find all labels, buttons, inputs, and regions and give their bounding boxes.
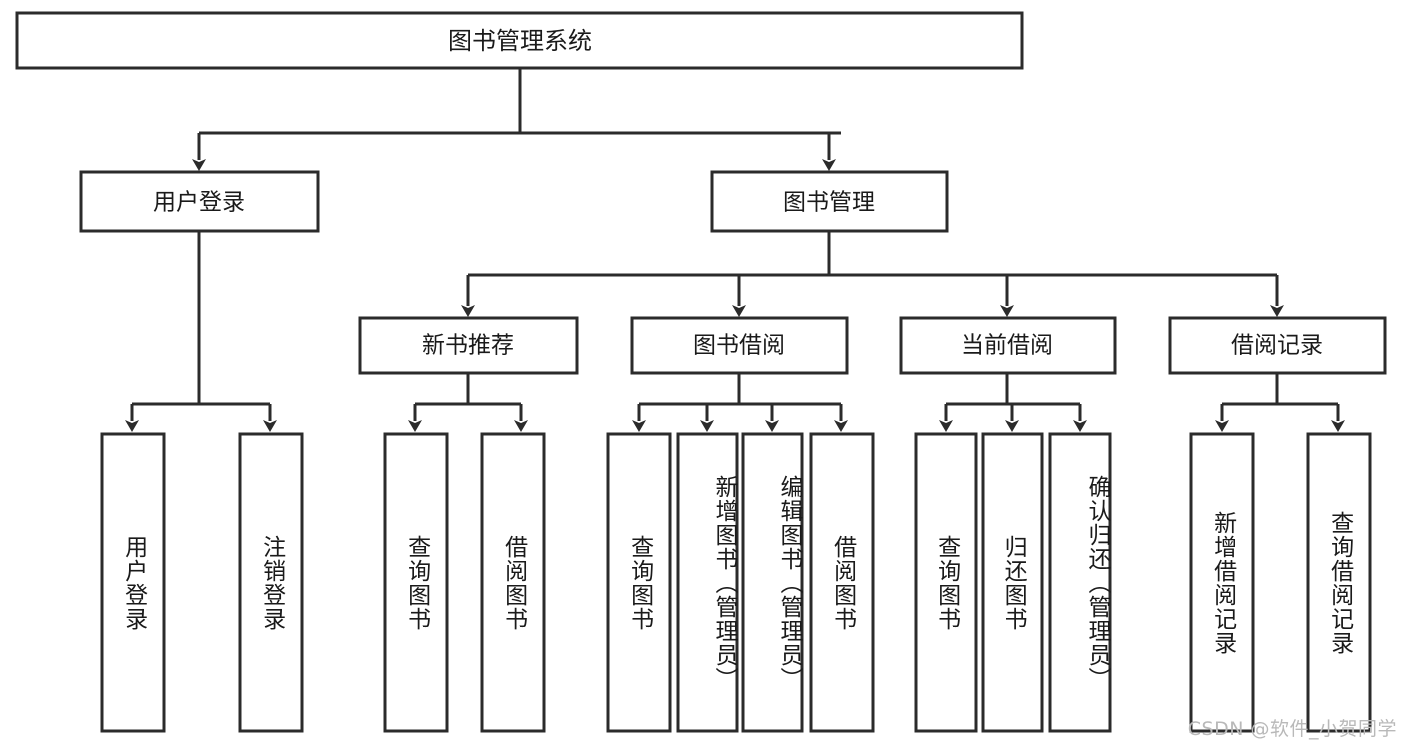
node-root-label: 图书管理系统: [448, 27, 592, 55]
node-leaf-return-book[interactable]: [981, 432, 1044, 733]
node-borrow-record[interactable]: 借阅记录: [1168, 316, 1387, 375]
node-user-login-label: 用户登录: [153, 190, 245, 216]
node-leaf-query-book-1[interactable]: [383, 432, 449, 733]
node-book-borrow[interactable]: 图书借阅: [630, 316, 849, 375]
node-leaf-add-record[interactable]: [1189, 432, 1255, 733]
node-new-book-recommend[interactable]: 新书推荐: [358, 316, 579, 375]
edge-borrow-record-to-leaves: [1215, 373, 1345, 432]
node-book-borrow-label: 图书借阅: [693, 333, 785, 359]
node-current-borrow-label: 当前借阅: [961, 333, 1053, 359]
node-root[interactable]: 图书管理系统: [15, 11, 1024, 70]
edge-current-borrow-to-leaves: [939, 373, 1087, 432]
edge-root-to-level2: [192, 68, 841, 171]
node-leaf-borrow-book-1[interactable]: [480, 432, 546, 733]
node-leaf-add-book[interactable]: [676, 432, 739, 733]
node-borrow-record-label: 借阅记录: [1231, 333, 1323, 359]
node-leaf-user-logout[interactable]: [238, 432, 304, 733]
edge-user-login-to-leaves: [125, 231, 277, 432]
node-book-management[interactable]: 图书管理: [710, 170, 949, 233]
node-leaf-borrow-book-2[interactable]: [809, 432, 875, 733]
node-leaf-edit-book[interactable]: [741, 432, 804, 733]
node-book-management-label: 图书管理: [783, 190, 875, 216]
edge-new-book-recommend-to-leaves: [408, 373, 528, 432]
csdn-watermark: CSDN @软件_小贺同学: [1187, 718, 1397, 740]
node-leaf-user-login[interactable]: [100, 432, 166, 733]
node-leaf-confirm-return[interactable]: [1048, 432, 1112, 733]
edge-book-borrow-to-leaves: [632, 373, 848, 432]
node-leaf-query-record[interactable]: [1306, 432, 1372, 733]
node-new-book-recommend-label: 新书推荐: [422, 333, 514, 359]
node-leaf-query-book-2[interactable]: [606, 432, 672, 733]
node-leaf-query-book-3[interactable]: [914, 432, 978, 733]
node-current-borrow[interactable]: 当前借阅: [899, 316, 1117, 375]
edge-book-management-to-level3: [461, 231, 1284, 317]
node-user-login[interactable]: 用户登录: [79, 170, 320, 233]
